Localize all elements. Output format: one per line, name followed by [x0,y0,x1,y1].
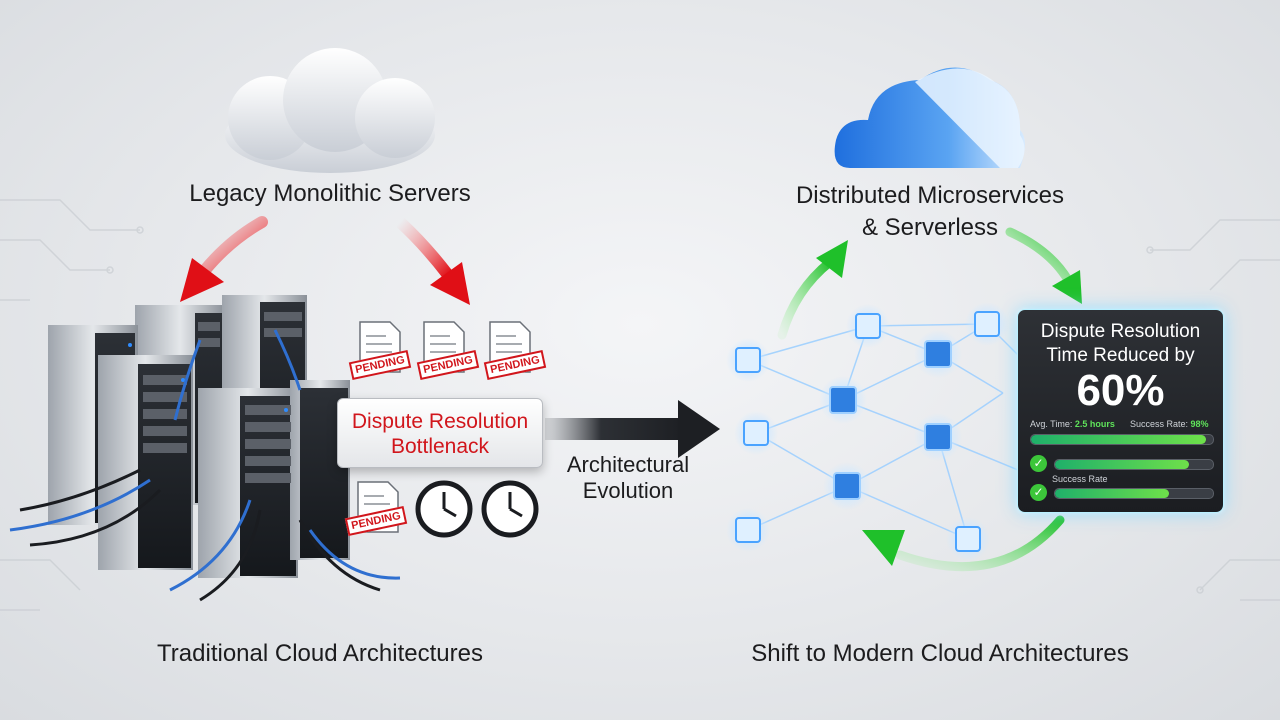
distributed-heading-line1: Distributed Microservices [795,182,1065,209]
clock-icon-1 [415,480,473,538]
distributed-heading-line2: & Serverless [861,214,999,241]
bottleneck-callout: Dispute Resolution Bottlenack [337,398,543,468]
node-9 [726,508,770,552]
evolution-arrow-icon [545,400,720,458]
progress-fill-2 [1055,460,1190,469]
server-racks-icon [9,295,401,602]
check-icon: ✓ [1030,455,1047,472]
success-rate-label: Success Rate: [1130,419,1189,429]
node-6 [734,411,778,455]
node-5 [819,376,867,424]
node-1 [726,338,770,382]
success-rate-value: 98% [1190,419,1209,429]
node-7 [914,413,962,461]
progress-fill-1 [1031,435,1206,444]
network-nodes [726,302,1009,561]
avg-time-value: 2.5 hours [1074,419,1115,429]
panel-title: Dispute Resolution Time Reduced by [1018,320,1223,368]
avg-time-stat: Avg. Time: 2.5 hours [1030,419,1115,429]
check-icon: ✓ [1030,484,1047,501]
distributed-heading: Distributed Microservices & Serverless [740,180,1120,244]
node-2 [846,304,890,348]
progress-fill-3 [1055,489,1169,498]
success-rate-stat: Success Rate: 98% [1130,419,1209,429]
node-8 [823,462,871,510]
panel-title-line1: Dispute Resolution [1040,321,1201,342]
circuit-traces [0,199,1280,611]
modern-footer: Shift to Modern Cloud Architectures [751,640,1129,667]
progress-bar-3 [1054,488,1214,499]
green-arrow-top-right-icon [1005,227,1082,304]
node-4 [965,302,1009,346]
avg-time-label: Avg. Time: [1030,419,1073,429]
network-edges [747,323,1019,540]
clock-icon-2 [481,480,539,538]
node-10 [946,517,990,561]
node-3 [914,330,962,378]
modern-cloud-icon [834,67,1025,168]
progress-bar-1 [1030,434,1214,445]
success-rate-bar-label: Success Rate [1052,474,1108,484]
legacy-cloud-icon [225,48,435,173]
evolution-label: Architectural Evolution [566,452,690,503]
legacy-heading: Legacy Monolithic Servers [189,180,471,207]
traditional-footer: Traditional Cloud Architectures [157,640,483,667]
green-arrow-bottom-icon [862,515,1065,572]
progress-bar-2 [1054,459,1214,470]
panel-percentage: 60% [1076,366,1165,415]
red-arrow-right-icon [394,216,470,305]
metrics-panel: Dispute Resolution Time Reduced by 60% A… [1017,309,1224,513]
green-arrow-top-left-icon [777,240,848,340]
panel-title-line2: Time Reduced by [1046,345,1195,366]
red-arrow-left-icon [180,216,268,302]
